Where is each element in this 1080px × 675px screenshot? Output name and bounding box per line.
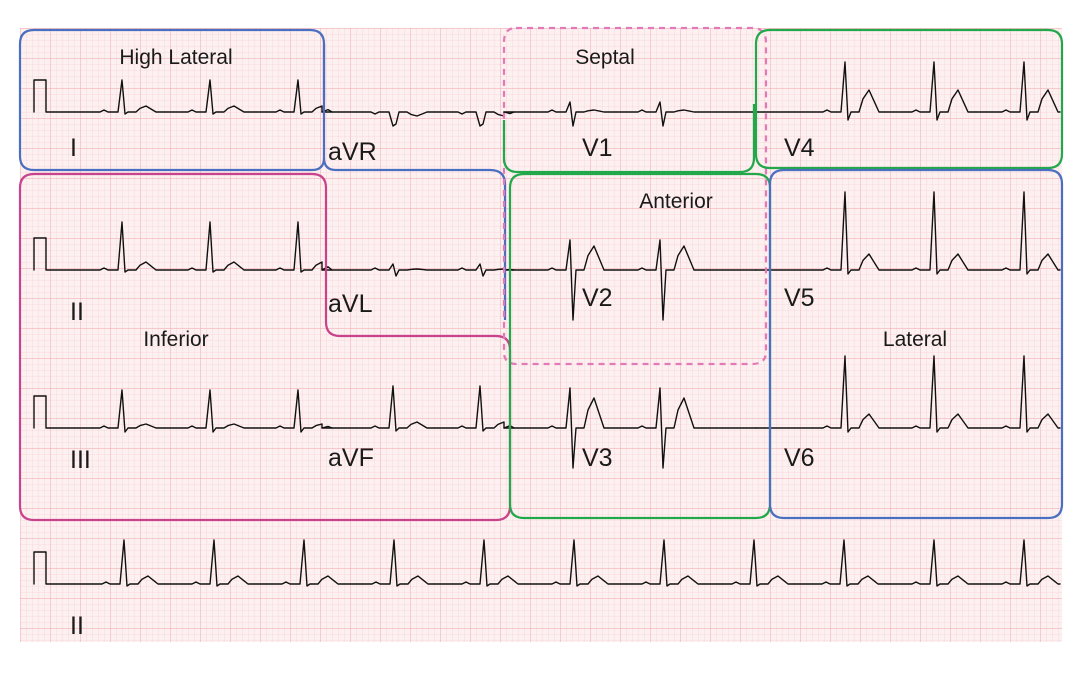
v4-box <box>754 28 1064 170</box>
ecg-trace-segment <box>33 79 333 115</box>
septal-v1-box <box>502 104 756 174</box>
ecg-trace-segment <box>321 263 515 277</box>
lead-label-v3: V3 <box>582 444 613 472</box>
lead-label-iii: III <box>70 446 91 474</box>
lead-label-v4: V4 <box>784 134 815 162</box>
region-boxes <box>18 26 1064 522</box>
ecg-trace-segment <box>503 387 757 469</box>
ecg-trace-segment <box>503 101 757 127</box>
lead-label-v6: V6 <box>784 444 815 472</box>
ecg-trace-segment <box>33 539 1061 587</box>
lead-label-ii: II <box>70 298 84 326</box>
lead-label-v1: V1 <box>582 134 613 162</box>
ecg-trace-segment <box>321 385 515 432</box>
ecg-trace-segment <box>755 191 1061 275</box>
ecg-trace-segment <box>755 355 1061 433</box>
septal-box <box>502 26 768 366</box>
ecg-trace-segment <box>33 221 333 273</box>
ecg-paper <box>20 28 1062 642</box>
lead-label-avl: aVL <box>328 290 373 318</box>
ecg-trace-segment <box>33 389 333 433</box>
lead-label-v5: V5 <box>784 284 815 312</box>
lead-label-avf: aVF <box>328 444 374 472</box>
region-label-lateral: Lateral <box>883 328 947 351</box>
lead-label-i: I <box>70 134 77 162</box>
lateral-box <box>768 168 1064 520</box>
ecg-trace-segment <box>755 61 1061 121</box>
ecg-trace-segment <box>321 111 515 127</box>
ecg-trace-segment <box>503 239 757 321</box>
anterior-box <box>508 172 772 520</box>
lead-label-rhythm-ii: II <box>70 612 84 640</box>
region-label-high-lateral: High Lateral <box>119 46 232 69</box>
lead-label-avr: aVR <box>328 138 377 166</box>
region-label-septal: Septal <box>575 46 635 69</box>
lead-label-v2: V2 <box>582 284 613 312</box>
region-label-inferior: Inferior <box>143 328 208 351</box>
high-lateral-box-outline <box>34 28 507 320</box>
region-label-anterior: Anterior <box>639 190 713 213</box>
ecg-traces <box>33 61 1061 587</box>
high-lateral-box-left <box>18 28 326 172</box>
